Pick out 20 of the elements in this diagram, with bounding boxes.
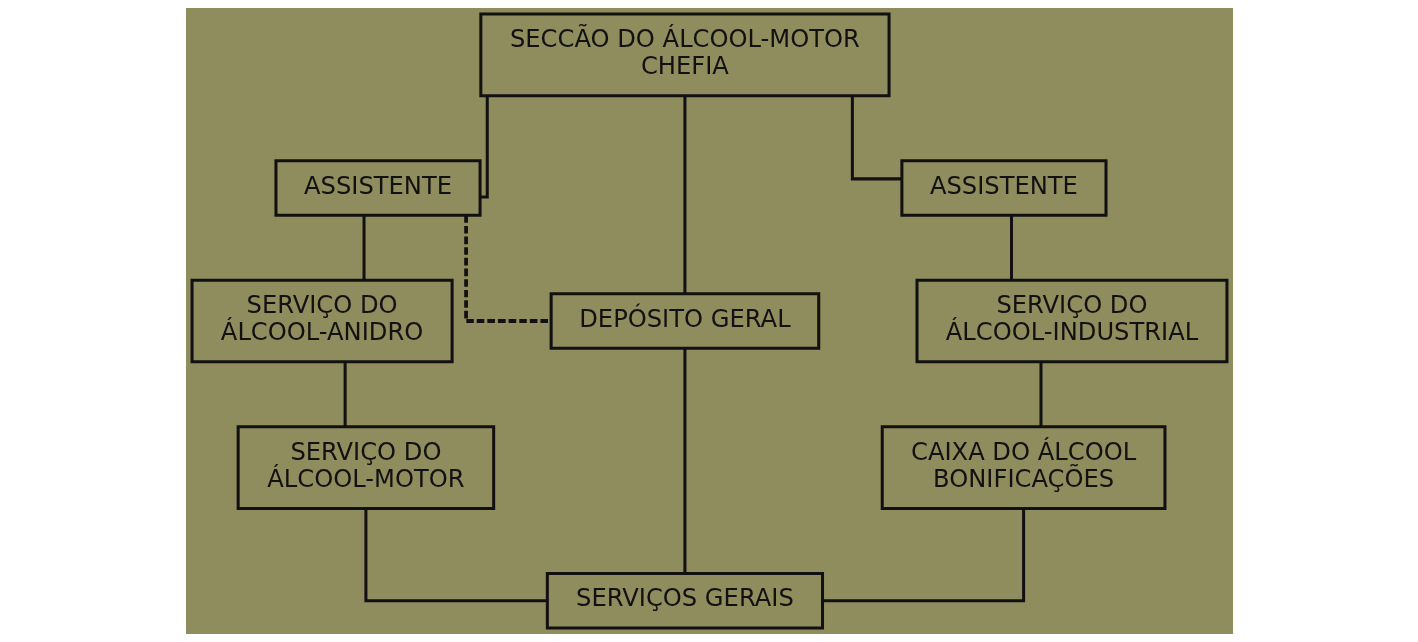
- connector: [479, 96, 489, 199]
- connector: [850, 96, 902, 181]
- connector: [1009, 215, 1013, 280]
- node-box: ASSISTENTE: [273, 159, 482, 217]
- node-box: SECCÃO DO ÁLCOOL-MOTOR CHEFIA: [478, 12, 891, 98]
- connector: [682, 348, 686, 574]
- connector: [682, 95, 686, 294]
- node-box: SERVIÇOS GERAIS: [545, 572, 824, 630]
- connector: [343, 361, 347, 427]
- connector: [463, 215, 551, 323]
- node-box: SERVIÇO DO ÁLCOOL-INDUSTRIAL: [915, 278, 1228, 364]
- connector: [362, 215, 366, 280]
- connector: [363, 509, 547, 603]
- node-box: SERVIÇO DO ÁLCOOL-ANIDRO: [190, 278, 454, 364]
- node-box: CAIXA DO ÁLCOOL BONIFICAÇÕES: [880, 425, 1166, 510]
- node-box: DEPÓSITO GERAL: [549, 292, 820, 350]
- node-box: ASSISTENTE: [899, 159, 1107, 217]
- connector: [822, 509, 1025, 603]
- connector: [1039, 361, 1042, 427]
- node-box: SERVIÇO DO ÁLCOOL-MOTOR: [236, 425, 495, 510]
